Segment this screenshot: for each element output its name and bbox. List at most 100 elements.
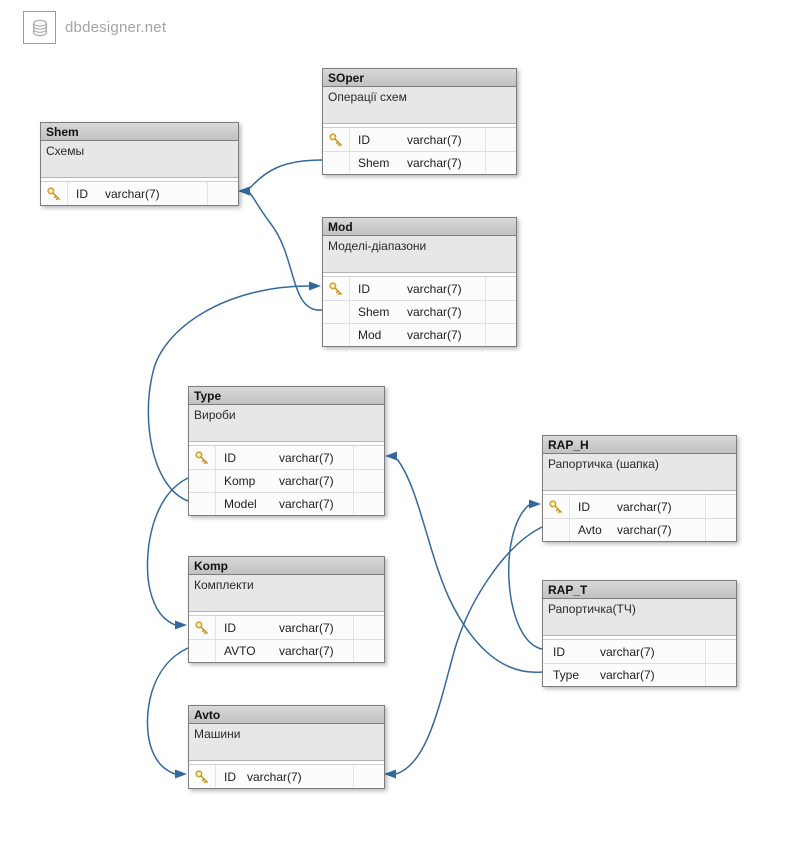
relation-arrowhead-mod_shem[interactable] xyxy=(238,186,250,196)
column-type: varchar(7) xyxy=(407,156,462,170)
table-description: Рапортичка(ТЧ) xyxy=(543,599,736,636)
relation-arrowhead-rapt_raph[interactable] xyxy=(529,499,541,509)
relation-line-raph_avto[interactable] xyxy=(395,526,543,775)
app-logo[interactable]: dbdesigner.net xyxy=(23,11,166,44)
relation-arrowhead-raph_avto[interactable] xyxy=(384,769,396,779)
column-name: Shem xyxy=(358,156,390,170)
row-end-cell xyxy=(485,152,516,174)
key-cell-empty xyxy=(189,470,216,492)
table-title[interactable]: RAP_T xyxy=(543,581,736,599)
column-row[interactable]: Avto varchar(7) xyxy=(543,518,736,541)
relation-line-rapt_raph[interactable] xyxy=(507,504,543,650)
relation-line-rapt_type[interactable] xyxy=(396,458,543,673)
column-name: ID xyxy=(224,769,236,784)
column-row[interactable]: ID varchar(7) xyxy=(543,640,736,663)
column-name: Shem xyxy=(358,305,390,319)
key-cell-empty xyxy=(189,493,216,515)
column-row[interactable]: ID varchar(7) xyxy=(323,277,516,300)
table-title[interactable]: Type xyxy=(189,387,384,405)
row-end-cell xyxy=(353,470,384,492)
table-title[interactable]: RAP_H xyxy=(543,436,736,454)
column-name: ID xyxy=(76,186,88,201)
primary-key-cell xyxy=(323,277,350,300)
column-name: ID xyxy=(224,450,236,465)
table-description: Моделі-діапазони xyxy=(323,236,516,273)
column-name: ID xyxy=(553,644,565,659)
column-name: ID xyxy=(578,499,590,514)
column-type: varchar(7) xyxy=(617,523,672,537)
relation-line-komp_avto[interactable] xyxy=(146,647,189,775)
column-type: varchar(7) xyxy=(105,186,160,201)
column-name: AVTO xyxy=(224,644,256,658)
table-columns: ID varchar(7) xyxy=(189,764,384,788)
column-row[interactable]: Shem varchar(7) xyxy=(323,151,516,174)
table-description: Схемы xyxy=(41,141,238,178)
relation-line-mod_shem[interactable] xyxy=(248,191,323,311)
table-description: Комплекти xyxy=(189,575,384,612)
column-row[interactable]: ID varchar(7) xyxy=(41,182,238,205)
column-type: varchar(7) xyxy=(617,499,672,514)
column-name: Avto xyxy=(578,523,602,537)
column-type: varchar(7) xyxy=(279,474,334,488)
relation-arrowhead-type_komp[interactable] xyxy=(175,620,187,630)
primary-key-icon xyxy=(195,769,208,783)
row-end-cell xyxy=(705,495,736,518)
relation-arrowhead-rapt_type[interactable] xyxy=(385,451,397,461)
table-description: Операції схем xyxy=(323,87,516,124)
relation-arrowhead-type_mod[interactable] xyxy=(309,281,321,291)
table-title[interactable]: Mod xyxy=(323,218,516,236)
key-cell-empty xyxy=(543,519,570,541)
table-title[interactable]: Avto xyxy=(189,706,384,724)
relation-line-type_komp[interactable] xyxy=(146,477,189,626)
table-columns: ID varchar(7) Avto varchar(7) xyxy=(543,494,736,541)
table-title[interactable]: Komp xyxy=(189,557,384,575)
table-title[interactable]: SOper xyxy=(323,69,516,87)
column-type: varchar(7) xyxy=(279,497,334,511)
row-end-cell xyxy=(485,128,516,151)
logo-text[interactable]: dbdesigner.net xyxy=(65,19,167,36)
row-end-cell xyxy=(705,640,736,663)
column-type: varchar(7) xyxy=(407,281,462,296)
column-type: varchar(7) xyxy=(600,644,655,659)
column-row[interactable]: ID varchar(7) xyxy=(189,765,384,788)
table-columns: ID varchar(7) xyxy=(41,181,238,205)
row-end-cell xyxy=(705,664,736,686)
row-end-cell xyxy=(207,182,238,205)
column-row[interactable]: ID varchar(7) xyxy=(189,446,384,469)
table-title[interactable]: Shem xyxy=(41,123,238,141)
relation-line-soper_shem[interactable] xyxy=(249,159,323,189)
primary-key-cell xyxy=(189,446,216,469)
column-type: varchar(7) xyxy=(600,668,655,682)
relation-line-type_mod[interactable] xyxy=(147,285,310,502)
column-type: varchar(7) xyxy=(247,769,302,784)
relation-arrowhead-komp_avto[interactable] xyxy=(175,769,187,779)
row-end-cell xyxy=(485,277,516,300)
column-type: varchar(7) xyxy=(279,450,334,465)
row-end-cell xyxy=(485,324,516,346)
column-name: ID xyxy=(358,281,370,296)
primary-key-cell xyxy=(41,182,68,205)
column-row[interactable]: ID varchar(7) xyxy=(543,495,736,518)
primary-key-icon xyxy=(195,450,208,464)
column-name: ID xyxy=(358,132,370,147)
